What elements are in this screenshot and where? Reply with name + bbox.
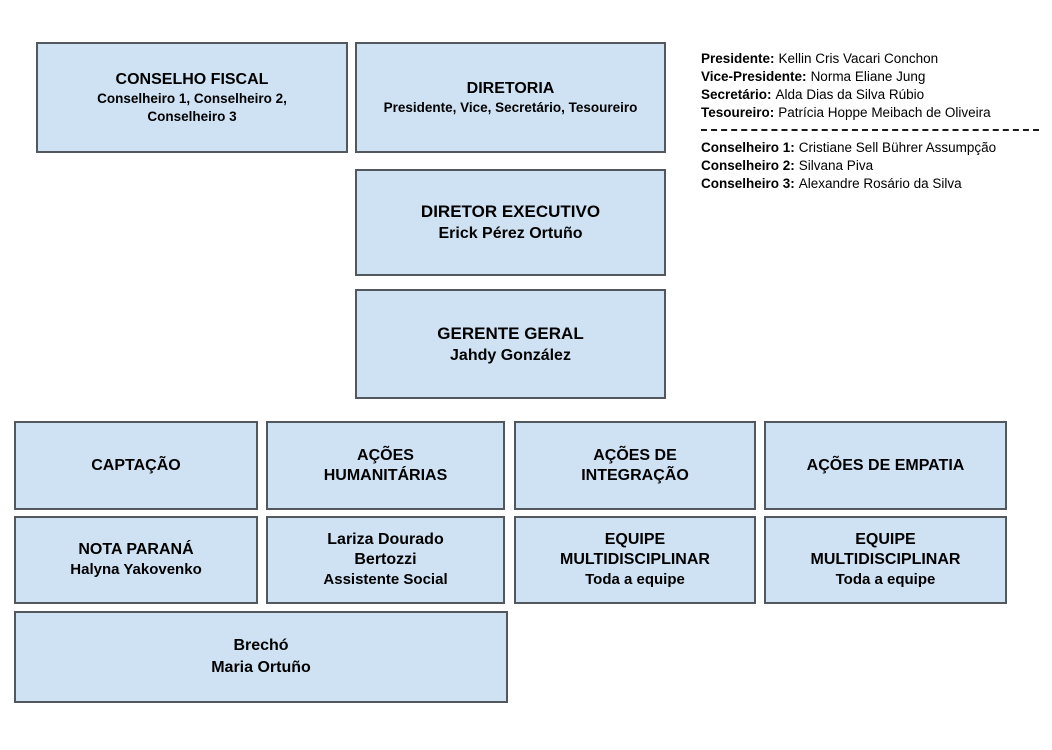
legend-label: Conselheiro 1: [701, 140, 795, 155]
separator-line [701, 129, 1039, 131]
box-title: DIRETOR EXECUTIVO [420, 202, 601, 221]
box-title: GERENTE GERAL [437, 323, 584, 343]
box-title: AÇÕES DE EMPATIA [806, 456, 965, 474]
box-subtitle: Conselheiro 1, Conselheiro 2, Conselheir… [97, 90, 287, 124]
legend-line-conselheiro-3: Conselheiro 3:Alexandre Rosário da Silva [701, 175, 1049, 193]
org-box-acoes-de-empatia: AÇÕES DE EMPATIA [764, 421, 1007, 510]
legend-label: Vice-Presidente: [701, 69, 807, 84]
legend-value: Alda Dias da Silva Rúbio [775, 87, 925, 102]
legend-label: Secretário: [701, 87, 772, 102]
box-subtitle: Presidente, Vice, Secretário, Tesoureiro [383, 99, 638, 115]
legend-value: Kellin Cris Vacari Conchon [778, 51, 939, 66]
org-box-conselho-fiscal: CONSELHO FISCAL Conselheiro 1, Conselhei… [36, 42, 348, 153]
box-title: CONSELHO FISCAL [115, 70, 269, 88]
org-box-equipe-multidisciplinar-integracao: EQUIPE MULTIDISCIPLINAR Toda a equipe [514, 516, 756, 604]
org-box-acoes-humanitarias: AÇÕES HUMANITÁRIAS [266, 421, 505, 510]
legend-line-conselheiro-1: Conselheiro 1:Cristiane Sell Bührer Assu… [701, 139, 1049, 157]
box-subtitle: Halyna Yakovenko [70, 561, 202, 578]
box-subtitle: Toda a equipe [835, 571, 936, 588]
box-subtitle: Erick Pérez Ortuño [438, 225, 583, 242]
legend-line-presidente: Presidente:Kellin Cris Vacari Conchon [701, 50, 1049, 68]
box-title: AÇÕES DE INTEGRAÇÃO [581, 446, 689, 484]
box-subtitle: Jahdy González [450, 346, 571, 364]
legend-value: Norma Eliane Jung [810, 69, 926, 84]
legend-label: Presidente: [701, 51, 775, 66]
org-box-nota-parana: NOTA PARANÁ Halyna Yakovenko [14, 516, 258, 604]
org-box-diretoria: DIRETORIA Presidente, Vice, Secretário, … [355, 42, 666, 153]
box-subtitle: Toda a equipe [585, 571, 685, 588]
box-title: CAPTAÇÃO [91, 456, 181, 474]
box-title: EQUIPE MULTIDISCIPLINAR [810, 531, 961, 568]
legend-label: Conselheiro 2: [701, 158, 795, 173]
legend-value: Cristiane Sell Bührer Assumpção [798, 140, 997, 155]
org-box-brecho: Brechó Maria Ortuño [14, 611, 508, 703]
box-title: EQUIPE MULTIDISCIPLINAR [560, 531, 710, 568]
box-title: Brechó [233, 637, 289, 654]
box-title: DIRETORIA [466, 79, 555, 97]
org-box-assistente-social: Lariza Dourado Bertozzi Assistente Socia… [266, 516, 505, 604]
legend-label: Conselheiro 3: [701, 176, 795, 191]
box-title: NOTA PARANÁ [78, 541, 194, 558]
legend-value: Patrícia Hoppe Meibach de Oliveira [778, 105, 991, 120]
legend-label: Tesoureiro: [701, 105, 775, 120]
org-box-equipe-multidisciplinar-empatia: EQUIPE MULTIDISCIPLINAR Toda a equipe [764, 516, 1007, 604]
box-subtitle: Assistente Social [323, 571, 448, 588]
org-box-diretor-executivo: DIRETOR EXECUTIVO Erick Pérez Ortuño [355, 169, 666, 276]
org-box-gerente-geral: GERENTE GERAL Jahdy González [355, 289, 666, 399]
legend-line-conselheiro-2: Conselheiro 2:Silvana Piva [701, 157, 1049, 175]
box-title: AÇÕES HUMANITÁRIAS [323, 446, 448, 484]
legend-line-tesoureiro: Tesoureiro:Patrícia Hoppe Meibach de Oli… [701, 104, 1049, 122]
legend-value: Silvana Piva [798, 158, 874, 173]
org-box-captacao: CAPTAÇÃO [14, 421, 258, 510]
box-title: Lariza Dourado Bertozzi [327, 531, 444, 568]
legend-line-secretario: Secretário:Alda Dias da Silva Rúbio [701, 86, 1049, 104]
legend-value: Alexandre Rosário da Silva [798, 176, 962, 191]
org-box-acoes-de-integracao: AÇÕES DE INTEGRAÇÃO [514, 421, 756, 510]
leadership-legend: Presidente:Kellin Cris Vacari Conchon Vi… [701, 50, 1049, 193]
legend-line-vice-presidente: Vice-Presidente:Norma Eliane Jung [701, 68, 1049, 86]
box-subtitle: Maria Ortuño [211, 659, 311, 676]
